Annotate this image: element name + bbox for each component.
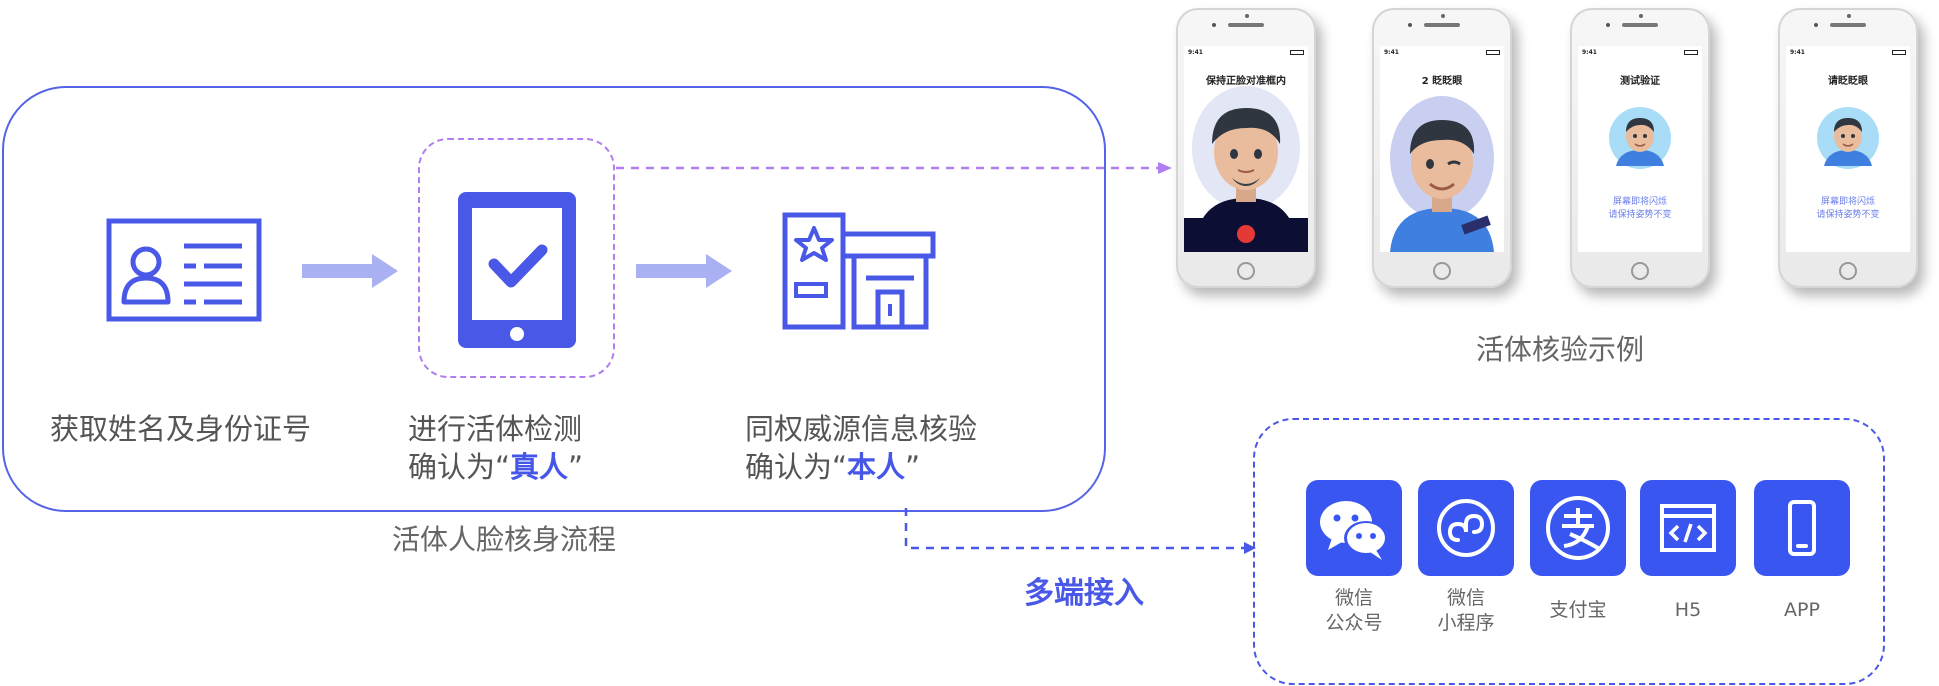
liveness-step-highlight [418,138,615,378]
home-button [1839,262,1857,280]
phone-speaker [1622,23,1658,27]
step-3-quote-open: 确认为“ [745,450,848,484]
phone-sensor [1212,23,1216,27]
phone-screen: 9:41 2 眨眨眼 [1380,46,1504,252]
phone-sensor [1606,23,1610,27]
phone-screen: 9:41 保持正脸对准框内 [1184,46,1308,252]
flow-arrow-1 [302,254,398,288]
phone-example-3: 9:41 测试验证 屏幕即将闪烁 请保持姿势不变 [1570,8,1710,288]
tablet-check-icon [458,192,576,348]
status-time: 9:41 [1582,49,1597,56]
platform-tile-mini-program[interactable] [1418,480,1514,576]
label-line-1: 微信 [1334,587,1373,609]
step-3-line-2: 确认为“本人” [745,448,977,486]
platform-container [1253,418,1885,685]
phone-sensor [1814,23,1818,27]
status-time: 9:41 [1384,49,1399,56]
phone-hint: 屏幕即将闪烁 请保持姿势不变 [1786,196,1910,222]
label-line-1: APP [1784,599,1820,621]
battery-icon [1290,50,1304,55]
step-1-label: 获取姓名及身份证号 [50,412,312,446]
platform-label-wechat: 微信 公众号 [1294,586,1414,636]
multi-platform-label: 多端接入 [1024,576,1144,611]
phone-speaker [1424,23,1460,27]
hint-line-1: 屏幕即将闪烁 [1820,197,1875,207]
phone-camera [1639,14,1643,18]
phone-screen: 9:41 请眨眨眼 屏幕即将闪烁 请保持姿势不变 [1786,46,1910,252]
platform-label-alipay: 支付宝 [1518,598,1638,623]
battery-icon [1684,50,1698,55]
platform-label-mini-program: 微信 小程序 [1406,586,1526,636]
phone-screen: 9:41 测试验证 屏幕即将闪烁 请保持姿势不变 [1578,46,1702,252]
home-button [1631,262,1649,280]
platform-tile-app[interactable] [1754,480,1850,576]
mini-program-icon [1437,499,1495,557]
step-2-line-1: 进行活体检测 [408,412,583,446]
step-2-quote-open: 确认为“ [408,450,511,484]
flow-arrow-2 [636,254,732,288]
step-3-text: 同权威源信息核验 确认为“本人” [745,410,977,486]
face-wink-icon [1390,96,1494,252]
hint-line-2: 请保持姿势不变 [1608,210,1672,220]
phones-caption: 活体核验示例 [1476,333,1645,366]
phone-example-2: 9:41 2 眨眨眼 [1372,8,1512,288]
step-2-line-2: 确认为“真人” [408,448,583,486]
label-line-1: 微信 [1446,587,1485,609]
step-2-text: 进行活体检测 确认为“真人” [408,410,583,486]
phone-example-4: 9:41 请眨眨眼 屏幕即将闪烁 请保持姿势不变 [1778,8,1918,288]
step-3-line-1: 同权威源信息核验 [745,412,978,446]
phone-title: 2 眨眨眼 [1421,76,1463,87]
platform-label-app: APP [1742,598,1862,623]
mobile-app-icon [1788,500,1816,556]
platform-label-h5: H5 [1628,598,1748,623]
step-2-quote-close: ” [568,450,584,484]
label-line-2: 小程序 [1437,612,1495,634]
authority-building-icon [782,212,936,330]
platform-tile-wechat[interactable] [1306,480,1402,576]
phone-camera [1847,14,1851,18]
face-circle-icon [1817,107,1879,169]
connector-to-phones [616,162,1172,174]
label-line-2: 公众号 [1325,612,1383,634]
step-3-quote-close: ” [905,450,921,484]
step-1-text: 获取姓名及身份证号 [50,410,311,448]
home-button [1237,262,1255,280]
phone-camera [1441,14,1445,18]
phone-speaker [1830,23,1866,27]
id-card-icon [106,218,262,322]
home-button [1433,262,1451,280]
alipay-icon [1546,496,1610,560]
phone-sensor [1408,23,1412,27]
label-line-1: H5 [1674,599,1702,621]
platform-tile-alipay[interactable] [1530,480,1626,576]
battery-icon [1486,50,1500,55]
status-time: 9:41 [1790,49,1805,56]
phone-title: 测试验证 [1620,76,1660,87]
phone-hint: 屏幕即将闪烁 请保持姿势不变 [1578,196,1702,222]
connector-to-platforms [904,508,1256,554]
phone-title: 请眨眨眼 [1828,76,1868,87]
flow-caption: 活体人脸核身流程 [392,523,617,556]
platform-tile-h5[interactable] [1640,480,1736,576]
phone-example-1: 9:41 保持正脸对准框内 [1176,8,1316,288]
step-2-highlight: 真人 [510,450,569,484]
battery-icon [1892,50,1906,55]
phone-speaker [1228,23,1264,27]
phone-camera [1245,14,1249,18]
h5-code-icon [1660,504,1716,552]
hint-line-1: 屏幕即将闪烁 [1612,197,1667,207]
face-avatar-icon [1184,86,1308,252]
face-circle-icon [1609,107,1671,169]
step-3-highlight: 本人 [847,450,906,484]
phone-title: 保持正脸对准框内 [1206,76,1286,87]
label-line-1: 支付宝 [1549,599,1607,621]
hint-line-2: 请保持姿势不变 [1816,210,1880,220]
status-time: 9:41 [1188,49,1203,56]
flow-container [2,86,1106,512]
wechat-icon [1320,501,1388,560]
